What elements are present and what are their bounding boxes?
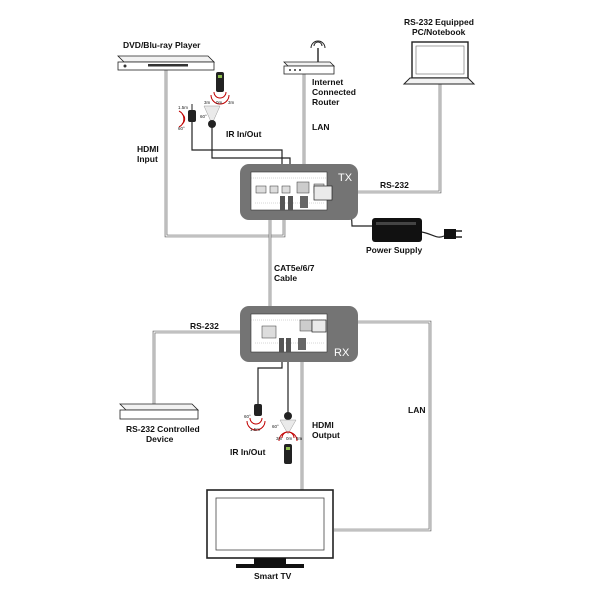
- rs232-device-label-1: RS-232 Controlled: [126, 424, 200, 434]
- ir-top-left-range: 1.5m: [178, 105, 188, 110]
- cat-label-2: Cable: [274, 273, 297, 283]
- hdmi-input-label-1: HDMI: [137, 144, 159, 154]
- hdmi-output-label-2: Output: [312, 430, 340, 440]
- tx-label: TX: [338, 172, 353, 184]
- ir-top-dist-left: 3m: [204, 100, 211, 105]
- ir-top-angle: 60°: [200, 114, 207, 119]
- ir-top-dist-center: 0m: [216, 100, 223, 105]
- rs232-top-label: RS-232: [380, 180, 409, 190]
- ir-top-label: IR In/Out: [226, 129, 262, 139]
- router-label-2: Connected: [312, 87, 356, 97]
- tx-unit: TX: [240, 164, 358, 220]
- ir-bottom-left-range: 1.5m: [250, 427, 260, 432]
- ir-receiver-bottom: [278, 412, 298, 464]
- notebook: [402, 41, 476, 85]
- player-label: DVD/Blu-ray Player: [123, 40, 201, 50]
- hdmi-input-label-2: Input: [137, 154, 158, 164]
- power-cord: [419, 231, 445, 238]
- ir-top-left-angle: 60°: [178, 126, 185, 131]
- cat-label-1: CAT5e/6/7: [274, 263, 315, 273]
- ir-bottom-angle: 60°: [272, 424, 279, 429]
- rx-label: RX: [334, 347, 350, 359]
- lan-top-label: LAN: [312, 122, 329, 132]
- power-supply: [372, 218, 462, 242]
- router-label-1: Internet: [312, 77, 343, 87]
- ir-emitter-top: [178, 104, 196, 128]
- pc-label-2: PC/Notebook: [412, 27, 466, 37]
- smart-tv: [206, 489, 334, 568]
- tv-label: Smart TV: [254, 571, 292, 581]
- rx-unit: RX: [240, 306, 358, 362]
- rs232-device-label-2: Device: [146, 434, 174, 444]
- rs232-device: [119, 403, 199, 420]
- ir-bottom-dist-left: 3m: [276, 436, 283, 441]
- pc-label-1: RS-232 Equipped: [404, 17, 474, 27]
- ir-top-dist-right: 3m: [228, 100, 235, 105]
- router: [283, 40, 335, 75]
- ir-bottom-label: IR In/Out: [230, 447, 266, 457]
- lan-right-label: LAN: [408, 405, 425, 415]
- rs232-bottom-label: RS-232: [190, 321, 219, 331]
- plug-icon: [444, 229, 456, 239]
- cable-rs232-top: [330, 84, 442, 194]
- dvd-player: [117, 55, 215, 71]
- cable-rs232-bottom: [152, 330, 268, 404]
- router-label-3: Router: [312, 97, 340, 107]
- ir-receiver-top: [203, 72, 230, 128]
- cable-hdmi-input: [164, 70, 286, 238]
- ir-emitter-bottom: [246, 404, 266, 431]
- ir-bottom-dist-center: 0m: [286, 436, 293, 441]
- wifi-icon: [310, 40, 326, 49]
- cable-lan-right: [324, 320, 432, 532]
- hdmi-output-label-1: HDMI: [312, 420, 334, 430]
- ir-bottom-left-angle: 60°: [244, 414, 251, 419]
- ir-bottom-dist-right: 3m: [296, 436, 303, 441]
- power-label: Power Supply: [366, 245, 422, 255]
